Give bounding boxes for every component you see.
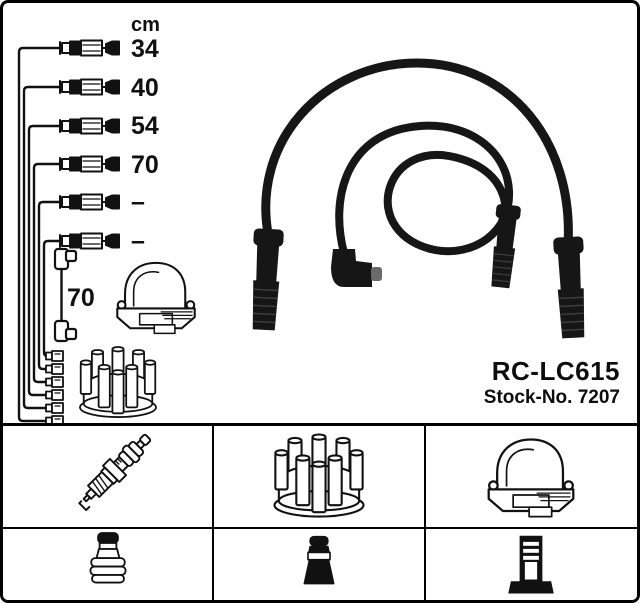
ignition-coil-icon [487, 437, 575, 518]
kit-item-cell-spark-plug [3, 426, 215, 529]
cable-boot-left [247, 227, 285, 332]
cable-length-label-1: 34 [131, 35, 159, 63]
inner-cable [335, 121, 514, 257]
cable-length-label-4: 70 [131, 151, 159, 179]
coil-wire-drawing [53, 247, 78, 343]
cable-length-schematic: cm 34 40 54 70 – – 70 [17, 14, 196, 423]
coil-wire-length-label: 70 [67, 284, 95, 312]
cable-end-connectors [59, 39, 120, 250]
technical-illustration: cm 34 40 54 70 – – 70 [17, 14, 590, 423]
cable-boot-right [552, 235, 590, 340]
distributor-cap-icon [273, 432, 365, 518]
distributor-end-connectors [45, 350, 64, 423]
coil-terminal-boot-icon [508, 535, 555, 593]
illustration-section: cm 34 40 54 70 – – 70 [3, 3, 637, 423]
product-code: RC-LC615 [491, 356, 620, 386]
cable-set-photo [247, 58, 590, 340]
distributor-cap-drawing [79, 346, 157, 418]
spark-plug-icon [71, 428, 157, 514]
kit-item-cell-distributor-boot [214, 529, 426, 600]
stock-number: Stock-No. 7207 [483, 386, 620, 408]
distributor-boot-icon [303, 535, 335, 584]
kit-item-cell-spark-plug-boot [3, 529, 215, 600]
cable-length-label-2: 40 [131, 74, 159, 102]
unit-label: cm [131, 14, 160, 36]
product-identification: RC-LC615 Stock-No. 7207 [484, 357, 620, 408]
cable-length-label-6: – [131, 227, 145, 255]
ignition-coil-drawing [116, 261, 196, 335]
cable-row-wires [17, 46, 61, 423]
kit-item-cell-coil-terminal [426, 529, 637, 600]
cable-boot-inner [487, 203, 522, 290]
kit-contents-grid [3, 423, 637, 600]
kit-item-cell-distributor-cap [214, 426, 426, 529]
spark-plug-boot-icon [89, 531, 127, 583]
cable-length-label-5: – [131, 188, 145, 216]
outer-cable [261, 58, 573, 250]
angled-cable-boot [331, 249, 382, 287]
cable-length-label-3: 54 [131, 112, 159, 140]
kit-item-cell-ignition-coil [425, 426, 637, 529]
